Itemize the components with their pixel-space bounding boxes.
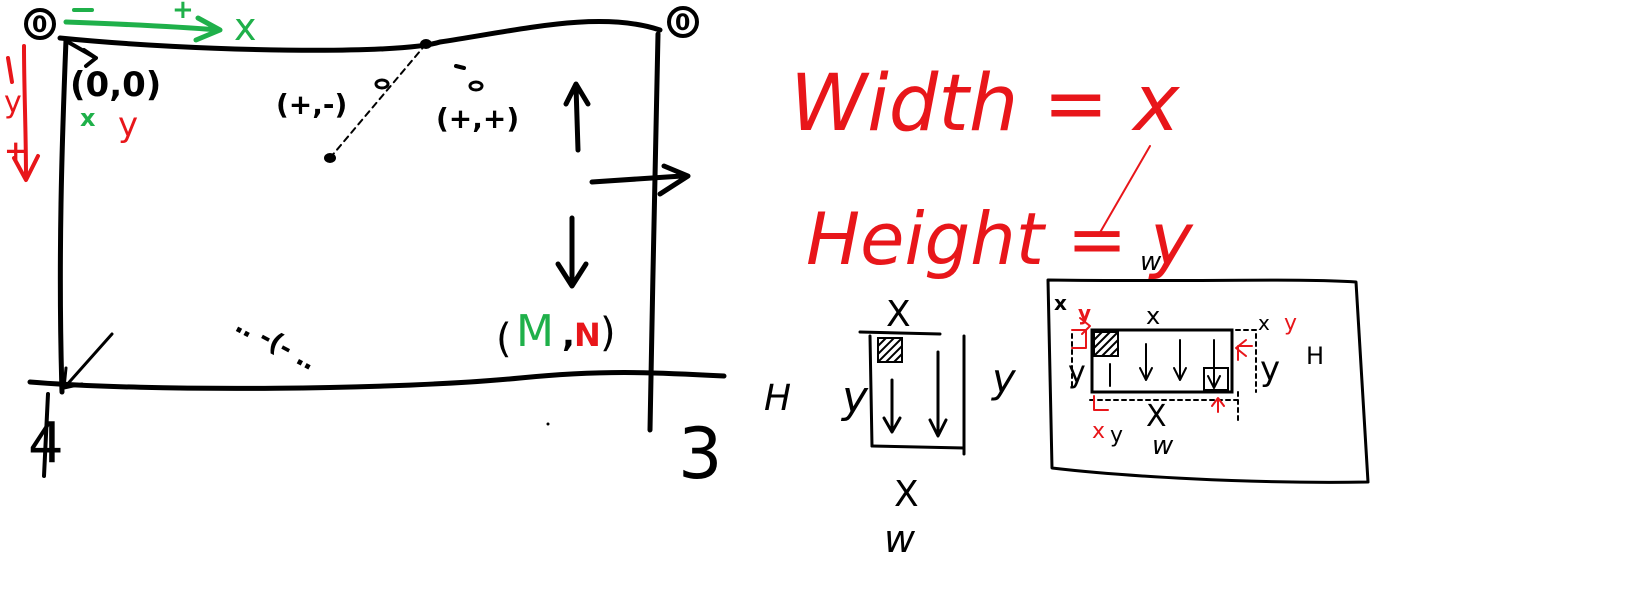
point-dot-mid [374,78,390,90]
corner-x-left: x [1054,291,1067,315]
outer-box [1046,278,1370,484]
origin-label: (0,0) [70,65,161,105]
column-bottom-w: w [884,517,916,561]
x-axis-label: x [234,5,257,49]
column-bottom-edge [870,444,966,450]
origin-x-label: x [80,104,96,132]
column-arrow-1 [882,378,902,434]
arrow-right [589,163,691,197]
inner-arrow-2 [1173,339,1187,381]
column-top-edge [858,330,942,336]
end-comma: , [562,315,575,355]
end-n-label: N [574,316,601,354]
inner-arrow-3 [1207,339,1221,389]
corner-y-right: y [1284,311,1297,336]
diagonal-guide [329,43,427,159]
origin-arrow [66,40,98,68]
corner-label-bottom-left: 4 [28,411,64,476]
column-left-edge [868,334,874,448]
point-dot-right [468,80,484,92]
column-left-y: y [840,372,869,423]
nested-diagram: w H x x y x y y y X w x y [1046,247,1370,484]
y-axis-arrow [12,44,40,182]
end-point-label: ( M , N ) [496,306,616,362]
inner-box [1090,328,1234,394]
y-axis-dash [6,56,14,84]
main-rect-right-edge [647,31,661,433]
arrow-up [563,81,591,153]
inner-left-y: y [1068,355,1086,390]
point-label-plus-plus: (+,+) [436,102,519,135]
corner-label-bottom-right: 3 [678,413,723,495]
inner-start-cell [1093,331,1119,357]
point-label-plus-minus: (+,-) [276,88,347,121]
point-dash-right [454,64,466,70]
bottom-dots-label: ‥ -(- ‥ [231,310,321,377]
y-axis-plus: + [4,134,27,167]
main-rect-top-edge [57,19,663,53]
column-diagram: X H y y X w [764,294,1017,561]
formulas: Width = x Height = y [790,59,1194,281]
corner-x-right: x [1258,311,1270,335]
outer-right-h: H [1306,342,1324,370]
inner-top-x: x [1146,302,1160,330]
corner-label-top-right: 0 [675,11,690,36]
inner-start-cell-hatch [1093,331,1119,357]
corner-y-left: y [1078,301,1091,325]
corner-marker-top-left [24,8,56,40]
corner-label-top-left: 0 [32,13,47,38]
red-marker-left [1071,317,1091,349]
corner-arrow-bottom-left [62,332,114,390]
outer-top-w: w [1140,247,1162,277]
column-start-cell-hatch [877,337,903,363]
end-m-label: M [516,306,554,357]
column-start-cell [877,337,903,363]
dotted-outline [1071,329,1257,421]
bottom-y: y [1110,423,1123,448]
column-top-label: X [886,294,911,335]
column-right-y: y [991,356,1017,402]
height-strike-line [1097,145,1151,237]
column-left-h: H [764,378,791,419]
inner-end-cell [1203,367,1229,391]
inner-bottom-w: w [1152,431,1174,461]
x-axis-arrow [63,15,223,43]
column-arrow-2 [928,350,948,438]
formula-height: Height = y [806,197,1194,281]
column-bottom-x: X [894,474,919,515]
point-dot-low [324,153,336,163]
x-axis-plus: + [172,0,194,25]
left-edge-extension [42,392,50,478]
corner-marker-top-right [667,6,699,38]
end-open-paren: ( [496,316,512,362]
red-marker-right [1235,339,1253,361]
main-rect-bottom-edge [27,370,727,391]
main-rect-left-edge [57,37,69,395]
red-marker-bottom [1093,395,1225,413]
y-axis-label: y [4,85,22,120]
arrow-down [555,215,589,289]
inner-right-y: y [1260,349,1280,389]
inner-bottom-x: X [1146,399,1167,434]
point-dot-top [420,39,432,49]
inner-arrow-1 [1139,343,1153,381]
stray-dot [546,422,550,426]
origin-y-label: y [118,105,138,145]
bottom-red-x: x [1092,419,1105,444]
main-sketch: 0 0 4 3 + x y + (0,0) x y (+,-) (+,+) [4,0,727,495]
formula-width: Width = x [790,59,1180,149]
end-close-paren: ) [600,310,616,356]
